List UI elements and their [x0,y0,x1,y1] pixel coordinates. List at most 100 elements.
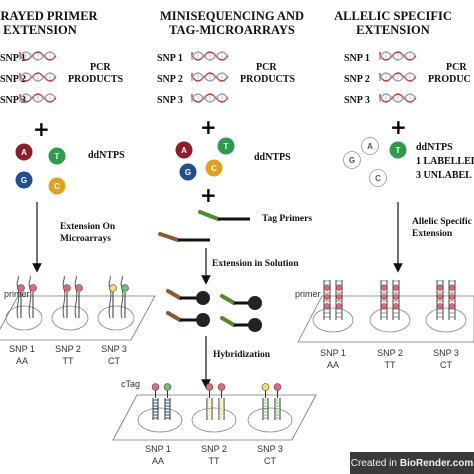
nucleotide-t-icon [389,141,407,159]
col1-array-snp-label: SNP 1 [9,344,35,354]
helix-strand [191,93,229,103]
col1-plus-sign: + [33,117,50,141]
col2-snp-list: SNP 1 SNP 2 SNP 3 [157,51,229,106]
label-dot [449,303,455,309]
col3-snp-label: SNP 2 [344,74,370,85]
tag-duplex-pair [151,383,172,420]
primer-probe-pair [16,275,37,319]
label-dot [261,383,270,391]
label-dot [273,383,282,391]
array-spot [191,407,237,433]
array-spot [247,407,293,433]
allele-specific-primer-pair [436,280,456,320]
col2-array-genotype: CT [264,456,276,466]
col1-step-line1: Extension On [60,222,116,232]
col2-array-plate [112,394,317,441]
dna-helix-icon [19,93,57,103]
column-allelic-specific-extension: ALLELIC SPECIFIC EXTENSION SNP 1 SNP 2 S… [295,9,474,370]
nucleotide-a-icon [361,137,379,155]
helix-strand [191,51,229,61]
label-dot [109,284,117,292]
col2-tag-microarray: cTag SNP 1 AA SNP 2 TT SNP 3 CT [112,379,317,466]
dna-helix-icon [191,51,229,61]
col1-array-genotype: TT [63,356,74,366]
col3-title-line1: ALLELIC SPECIFIC [334,9,452,23]
label-dot [17,284,25,292]
tag-duplex-pair [261,383,282,420]
col1-snp-label: SNP 2 [0,74,26,85]
dna-helix-icon [379,51,417,61]
col3-snp-label: SNP 3 [344,95,370,106]
col2-snp-label: SNP 3 [157,95,183,106]
label-dot [437,303,443,309]
col1-ddntp-group: A T G C [15,143,66,195]
nucleotide-a-label: A [21,148,27,157]
tag-segment [220,294,236,305]
helix-strand [379,93,417,103]
nucleotide-a-label: A [181,146,187,155]
col3-plus-sign: + [390,115,407,139]
label-dot [437,294,443,300]
dna-helix-icon [191,93,229,103]
primer-probe-pair [108,275,129,319]
nucleotide-g-icon [15,171,33,189]
nucleotide-a-icon [15,143,33,161]
col3-microarray: primer SNP 1 AA SNP 2 TT SNP 3 CT [295,280,474,370]
array-spot [137,407,183,433]
col1-pcr-line1: PCR [90,62,111,73]
col3-array-snp-label: SNP 2 [377,348,403,358]
probe-strand [108,275,112,319]
nucleotide-t-label: T [224,142,229,151]
label-dot [336,294,342,300]
tag-duplex-pair [205,383,226,420]
labeled-ddntp [248,296,262,310]
label-dot [324,294,330,300]
col2-snp-label: SNP 1 [157,53,183,64]
col3-ddntps-line2: 1 LABELLED [416,156,474,167]
helix-strand [191,93,229,103]
col3-snp-label: SNP 1 [344,53,370,64]
col3-ddntps-line3: 3 UNLABEL [416,170,472,181]
dna-helix-icon [19,51,57,61]
nucleotide-t-label: T [396,146,401,155]
nucleotide-g-label: G [185,168,191,177]
col2-plus-sign-2: + [200,183,217,207]
col3-ddntps-line1: ddNTPS [416,142,453,153]
col1-microarray: primer SNP 1 AA SNP 2 TT SNP 3 CT [0,275,156,366]
col3-array-snp-label: SNP 3 [433,348,459,358]
tag-segment [158,232,180,242]
labeled-ddntp [196,291,210,305]
nucleotide-c-label: C [211,164,217,173]
nucleotide-t-icon [217,137,235,155]
col3-array-plate [297,295,474,343]
nucleotide-g-icon [179,163,197,181]
col1-array-snp-label: SNP 3 [101,344,127,354]
col3-array-snp-label: SNP 1 [320,348,346,358]
col1-title-line1: ARRAYED PRIMER [0,9,99,23]
nucleotide-c-icon [48,177,66,195]
col2-array-snp-label: SNP 3 [257,444,283,454]
label-dot [63,284,71,292]
col1-step-line2: Microarrays [60,234,111,244]
col2-tag-primers [158,210,250,242]
helix-strand [191,51,229,61]
array-spot [369,307,411,333]
array-spot [5,305,43,331]
col3-pcr-line1: PCR [446,62,467,73]
labeled-ddntp [248,318,262,332]
probe-strand [74,275,78,319]
tag-segment [220,316,236,327]
column-minisequencing-tag-microarrays: MINISEQUENCING AND TAG-MICROARRAYS SNP 1… [112,9,317,466]
array-spot [312,307,354,333]
col1-title-line2: EXTENSION [3,23,77,37]
col2-pcr-line1: PCR [256,62,277,73]
biorender-watermark: Created in BioRender.com [350,452,474,474]
col3-title-line2: EXTENSION [356,23,430,37]
col2-title-line2: TAG-MICROARRAYS [169,23,295,37]
primer-probe-pair [62,275,83,319]
label-dot [151,383,160,391]
nucleotide-a-label: A [367,142,373,151]
col3-pcr-line2: PRODUC [428,74,471,85]
label-dot [163,383,172,391]
probe-strand [120,275,124,319]
